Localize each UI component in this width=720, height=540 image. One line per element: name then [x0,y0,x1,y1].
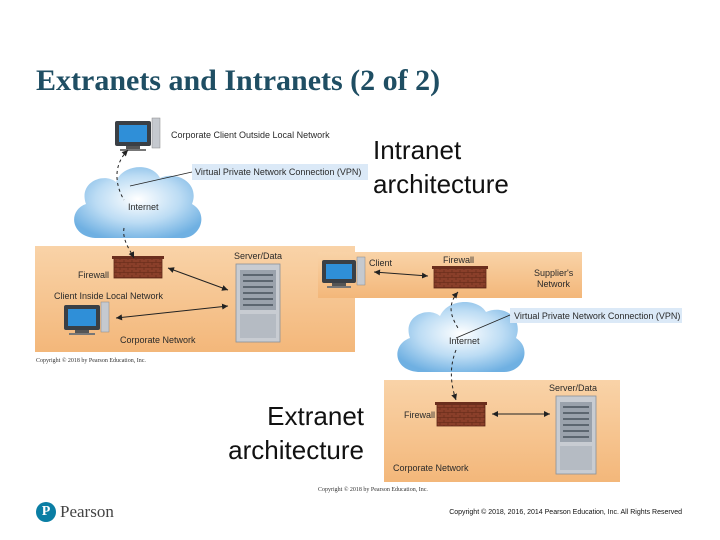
extranet-firewall-top-icon [432,266,488,289]
intranet-remote-computer-icon [115,117,161,151]
extranet-client-firewall-link [373,269,429,279]
extranet-supplier-network-label: Supplier's Network [534,268,576,289]
intranet-server-icon [235,263,281,343]
extranet-vpn-pointer [455,314,511,339]
extranet-figure-credit: Copyright © 2018 by Pearson Education, I… [318,487,428,493]
pearson-logo: P Pearson [36,502,114,522]
extranet-client-computer-icon [322,256,366,288]
intranet-remote-to-internet-link [116,149,129,201]
footer-copyright: Copyright © 2018, 2016, 2014 Pearson Edu… [449,509,682,516]
extranet-client-label: Client [369,258,393,268]
extranet-firewall-to-internet-link [450,291,459,329]
extranet-internet-cloud [397,301,525,372]
intranet-client-server-link [115,303,229,321]
extranet-caption: Extranet architecture [218,399,364,467]
extranet-internet-label: Internet [449,336,480,346]
extranet-firewall-bottom-label: Firewall [404,410,435,420]
extranet-firewall-bottom-icon [435,402,487,427]
intranet-vpn-label: Virtual Private Network Connection (VPN) [195,167,361,177]
extranet-caption-line2: architecture [228,435,364,465]
intranet-firewall-icon [112,256,164,279]
intranet-figure-credit: Copyright © 2018 by Pearson Education, I… [36,358,146,364]
extranet-firewall-top-label: Firewall [443,255,474,265]
pearson-logo-mark: P [36,502,56,522]
extranet-network-label: Corporate Network [393,463,469,473]
intranet-vpn-label-box [192,164,368,180]
intranet-internet-label: Internet [128,202,159,212]
extranet-vpn-label-box [510,308,682,323]
extranet-caption-line1: Extranet [267,401,364,431]
intranet-caption: Intranet architecture [373,133,509,201]
intranet-server-label: Server/Data [234,251,282,261]
intranet-remote-client-label: Corporate Client Outside Local Network [171,130,330,140]
intranet-diagram: Corporate Client Outside Local Network V… [35,117,368,352]
extranet-diagram: Client Firewall Supplier's Network Virtu… [318,252,682,482]
intranet-internet-cloud [74,167,202,239]
extranet-server-label: Server/Data [549,383,597,393]
intranet-local-computer-icon [64,301,110,335]
intranet-firewall-label: Firewall [78,270,109,280]
intranet-vpn-pointer [129,171,193,187]
intranet-caption-line2: architecture [373,169,509,199]
extranet-vpn-label: Virtual Private Network Connection (VPN) [514,311,680,321]
slide-title: Extranets and Intranets (2 of 2) [36,64,441,97]
extranet-server-icon [555,395,597,475]
intranet-caption-line1: Intranet [373,135,462,165]
intranet-local-client-label: Client Inside Local Network [54,291,164,301]
intranet-internet-to-firewall-link [123,227,135,259]
intranet-firewall-server-link [167,267,229,291]
pearson-logo-text: Pearson [60,502,114,521]
intranet-network-label: Corporate Network [120,335,196,345]
